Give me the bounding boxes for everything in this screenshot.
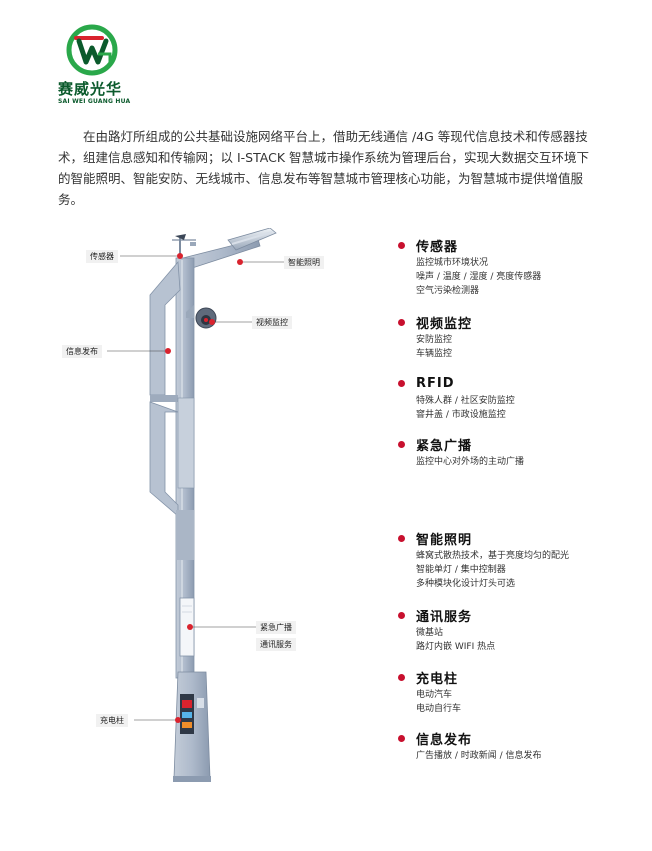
feature-line: 空气污染检测器 (416, 286, 480, 296)
feature-title: 传感器 (416, 239, 459, 255)
feature-title: 紧急广播 (416, 438, 473, 454)
info-release-frame (149, 260, 181, 396)
marker-emergency (187, 624, 193, 630)
bullet-dot (398, 440, 405, 448)
feature-title: 充电柱 (416, 671, 459, 687)
feature-line: 蜂窝式散热技术，基于亮度均匀的配光 (416, 551, 570, 561)
feature-video: 视频监控 安防监控 车辆监控 (398, 313, 638, 361)
feature-sensor: 传感器 监控城市环境状况 噪声 / 温度 / 湿度 / 亮度传感器 空气污染检测… (398, 236, 638, 298)
feature-info-release: 信息发布 广告播放 / 时政新闻 / 信息发布 (398, 729, 638, 763)
feature-rfid: RFID 特殊人群 / 社区安防监控 窨井盖 / 市政设施监控 (398, 374, 638, 422)
callout-smart-lighting: 智能照明 (284, 256, 324, 269)
camera-bracket (186, 305, 194, 318)
bullet-dot (398, 734, 405, 742)
feature-title: RFID (416, 375, 455, 391)
feature-line: 电动自行车 (416, 704, 462, 714)
callout-video: 视频监控 (252, 316, 292, 329)
feature-line: 窨井盖 / 市政设施监控 (416, 410, 506, 420)
bullet-dot (398, 534, 405, 542)
bullet-dot (398, 379, 405, 387)
feature-line: 路灯内嵌 WIFI 热点 (416, 642, 496, 652)
feature-line: 安防监控 (416, 335, 453, 345)
feature-line: 噪声 / 温度 / 湿度 / 亮度传感器 (416, 272, 542, 282)
feature-charging: 充电柱 电动汽车 电动自行车 (398, 668, 638, 716)
feature-title: 信息发布 (416, 732, 473, 748)
feature-line: 特殊人群 / 社区安防监控 (416, 396, 515, 406)
callout-comm: 通讯服务 (256, 638, 296, 651)
marker-sensor (177, 253, 183, 259)
feature-line: 电动汽车 (416, 690, 453, 700)
bullet-dot (398, 318, 405, 326)
feature-line: 监控城市环境状况 (416, 258, 489, 268)
feature-line: 多种模块化设计灯头可选 (416, 579, 516, 589)
feature-title: 通讯服务 (416, 609, 473, 625)
marker-charging (175, 717, 181, 723)
brand-name-en: SAI WEI GUANG HUA (58, 98, 131, 105)
marker-info (165, 348, 171, 354)
feature-line: 监控中心对外场的主动广播 (416, 457, 525, 467)
brand-name-cn: 赛威光华 (58, 80, 123, 98)
bullet-dot (398, 611, 405, 619)
feature-title: 智能照明 (416, 532, 473, 548)
feature-lighting: 智能照明 蜂窝式散热技术，基于亮度均匀的配光 智能单灯 / 集中控制器 多种模块… (398, 529, 638, 591)
feature-title: 视频监控 (416, 316, 473, 332)
marker-video (209, 319, 215, 325)
callout-emergency: 紧急广播 (256, 621, 296, 634)
brand-logo: 赛威光华 SAI WEI GUANG HUA (58, 24, 130, 105)
callout-sensor: 传感器 (86, 250, 118, 263)
feature-line: 智能单灯 / 集中控制器 (416, 565, 506, 575)
callout-info-release: 信息发布 (62, 345, 102, 358)
feature-emergency: 紧急广播 监控中心对外场的主动广播 (398, 435, 638, 469)
callout-charging: 充电柱 (96, 714, 128, 727)
feature-comm: 通讯服务 微基站 路灯内嵌 WIFI 热点 (398, 606, 638, 654)
intro-paragraph: 在由路灯所组成的公共基础设施网络平台上，借助无线通信 /4G 等现代信息技术和传… (58, 129, 590, 207)
feature-line: 广告播放 / 时政新闻 / 信息发布 (416, 751, 542, 761)
feature-line: 微基站 (416, 628, 444, 638)
brand-logo-icon (66, 24, 118, 76)
smart-pole-illustration (107, 228, 284, 782)
marker-lighting (237, 259, 243, 265)
bullet-dot (398, 673, 405, 681)
bullet-dot (398, 241, 405, 249)
feature-line: 车辆监控 (416, 349, 453, 359)
